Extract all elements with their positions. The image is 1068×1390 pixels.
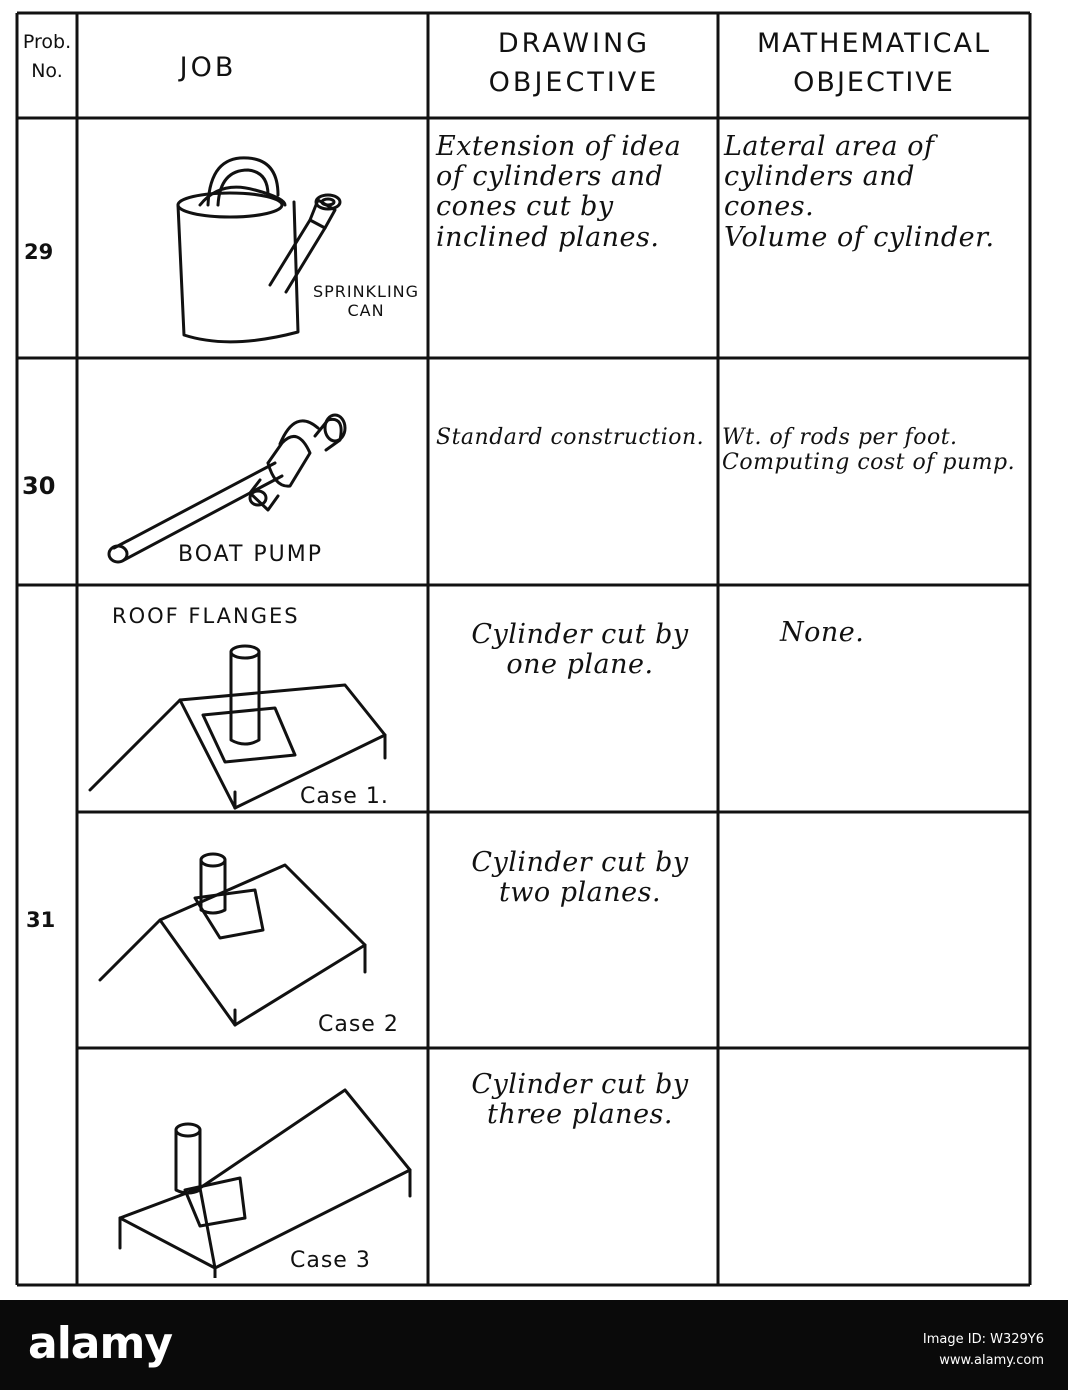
boat-pump-label: BOAT PUMP (178, 542, 324, 567)
row-30-drawing-objective: Standard construction. (436, 425, 705, 450)
watermark-brand: alamy (28, 1318, 173, 1369)
roof-flanges-label: ROOF FLANGES (112, 604, 300, 628)
case-3-label: Case 3 (290, 1248, 371, 1273)
header-job: JOB (179, 52, 237, 83)
roof-flange-case-2-illustration (98, 852, 367, 1027)
row-number: 31 (26, 908, 56, 932)
case-2-drawing-objective: Cylinder cut by two planes. (471, 847, 689, 909)
watermark-info: Image ID: W329Y6 www.alamy.com (923, 1330, 1044, 1372)
header-mathematical-objective: MATHEMATICAL OBJECTIVE (756, 28, 991, 99)
watermark-banner: alamy Image ID: W329Y6 www.alamy.com (0, 1300, 1068, 1390)
row-29-mathematical-objective: Lateral area of cylinders and cones. Vol… (724, 131, 995, 253)
watermark-url: www.alamy.com (939, 1352, 1044, 1368)
header-prob-no: Prob. No. (22, 31, 72, 82)
row-30-mathematical-objective: Wt. of rods per foot. Computing cost of … (722, 425, 1016, 475)
watermark-image-id: Image ID: W329Y6 (922, 1332, 1044, 1347)
case-3-drawing-objective: Cylinder cut by three planes. (471, 1069, 689, 1131)
row-29-drawing-objective: Extension of idea of cylinders and cones… (436, 131, 682, 253)
roof-flange-case-3-illustration (118, 1088, 412, 1278)
row-number: 29 (24, 240, 54, 264)
case-1-mathematical-objective: None. (780, 617, 865, 648)
case-1-drawing-objective: Cylinder cut by one plane. (471, 619, 689, 681)
sprinkling-can-label: SPRINKLING CAN (312, 282, 420, 320)
boat-pump-illustration (107, 413, 347, 564)
header-drawing-objective: DRAWING OBJECTIVE (488, 28, 660, 99)
case-2-label: Case 2 (318, 1012, 399, 1037)
table-grid (15, 11, 1032, 1287)
sprinkling-can-illustration (176, 156, 342, 344)
roof-flange-case-1-illustration (88, 644, 387, 810)
row-number: 30 (22, 472, 56, 500)
case-1-label: Case 1. (300, 784, 389, 809)
